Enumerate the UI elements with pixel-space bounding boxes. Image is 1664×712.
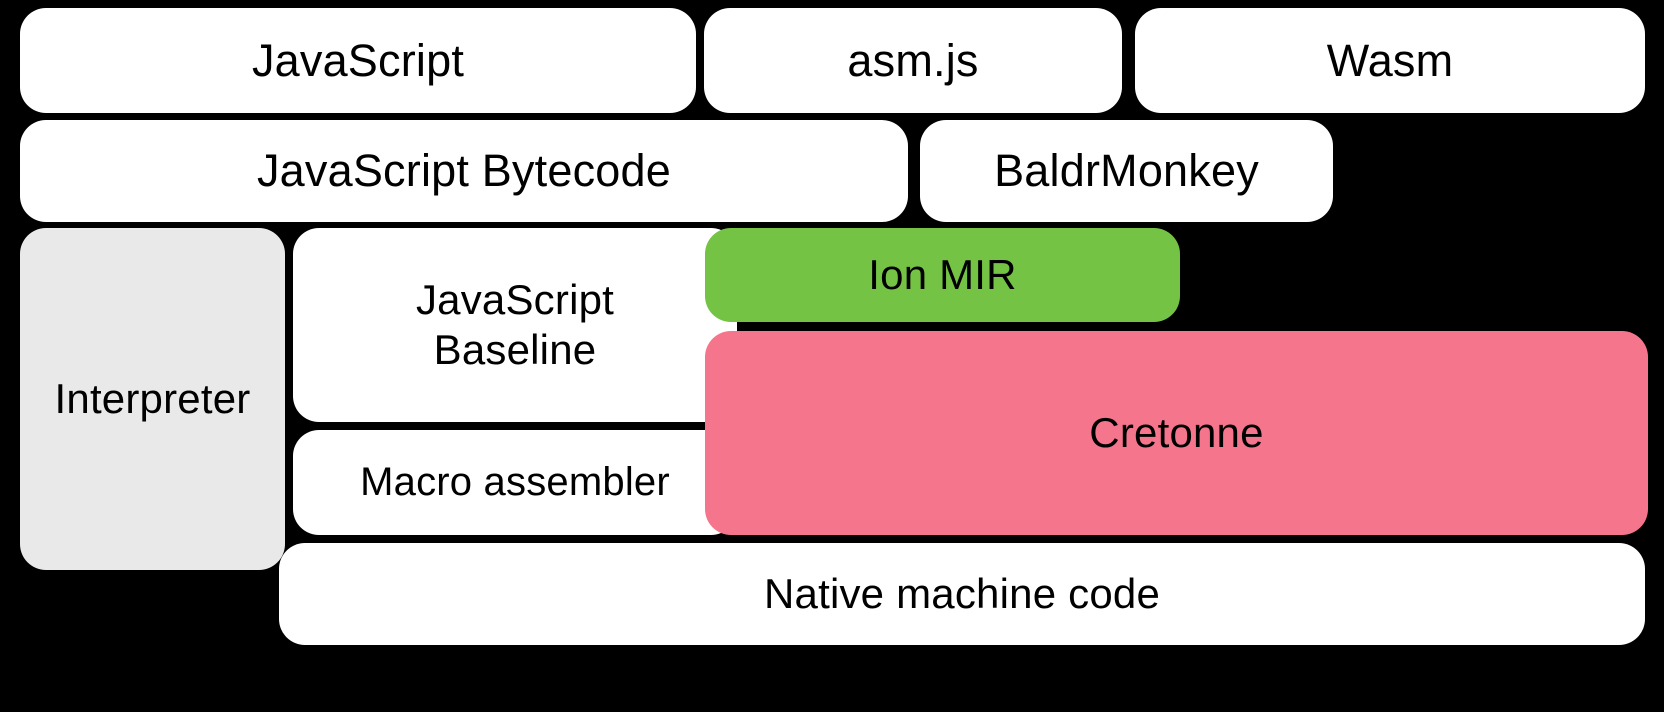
node-macro-assembler-label: Macro assembler	[360, 459, 670, 504]
node-javascript-baseline-label-line1: JavaScript	[415, 276, 615, 324]
node-ion-mir: Ion MIR	[705, 228, 1180, 322]
node-macro-assembler: Macro assembler	[293, 430, 737, 535]
node-native-machine-code: Native machine code	[279, 543, 1645, 645]
node-javascript-bytecode-label: JavaScript Bytecode	[256, 145, 671, 197]
node-native-machine-code-label: Native machine code	[763, 570, 1160, 618]
node-asm-js: asm.js	[704, 8, 1122, 113]
node-ion-mir-label: Ion MIR	[868, 251, 1017, 299]
node-asm-js-label: asm.js	[847, 34, 979, 86]
node-javascript-bytecode: JavaScript Bytecode	[20, 120, 908, 222]
node-wasm: Wasm	[1135, 8, 1645, 113]
node-javascript: JavaScript	[20, 8, 696, 113]
node-baldrmonkey: BaldrMonkey	[920, 120, 1333, 222]
node-wasm-label: Wasm	[1326, 34, 1454, 86]
node-interpreter-label: Interpreter	[54, 375, 251, 423]
node-interpreter: Interpreter	[20, 228, 285, 570]
node-javascript-baseline-label: JavaScript Baseline	[406, 275, 624, 374]
node-javascript-label: JavaScript	[251, 34, 465, 86]
node-javascript-baseline: JavaScript Baseline	[293, 228, 737, 422]
node-cretonne-label: Cretonne	[1089, 409, 1264, 457]
node-javascript-baseline-label-line2: Baseline	[433, 326, 597, 373]
node-baldrmonkey-label: BaldrMonkey	[994, 145, 1259, 197]
node-cretonne: Cretonne	[705, 331, 1648, 535]
